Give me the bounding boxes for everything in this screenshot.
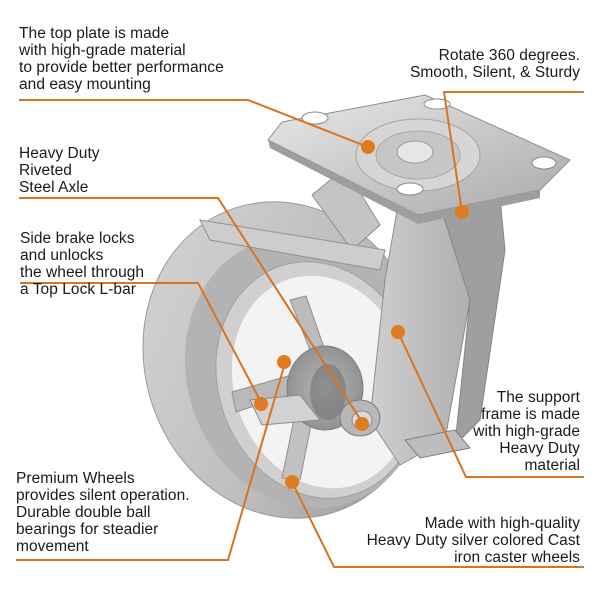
callout-line: Rotate 360 degrees.	[438, 47, 580, 64]
dot-axle	[355, 417, 369, 431]
dot-rotate	[455, 205, 469, 219]
leader-support	[397, 331, 584, 478]
callout-line: Side brake locks	[20, 230, 135, 247]
callout-line: The support	[496, 389, 580, 406]
callout-line: iron caster wheels	[454, 549, 580, 566]
callout-line: Smooth, Silent, & Sturdy	[409, 64, 580, 81]
callout-line: Premium Wheels	[16, 470, 135, 487]
callout-line: provides silent operation.	[16, 487, 190, 504]
callout-line: with high-grade material	[19, 42, 186, 59]
leader-cast	[291, 481, 584, 568]
leader-rotate	[442, 91, 584, 213]
callout-brake: Side brake locks and unlocks the wheel t…	[20, 230, 144, 298]
callout-line: material	[524, 457, 580, 474]
leader-brake	[20, 282, 263, 405]
callout-line: the wheel through	[20, 264, 145, 281]
leader-axle	[19, 197, 363, 423]
callout-line: Heavy Duty silver colored Cast	[366, 532, 580, 549]
dot-wheels	[277, 355, 291, 369]
callout-top-plate: The top plate is made with high-grade ma…	[19, 25, 224, 93]
callout-line: with high-grade	[473, 423, 580, 440]
leader-wheels	[16, 362, 286, 561]
dot-brake	[254, 397, 268, 411]
callout-line: frame is made	[481, 406, 580, 423]
callout-line: Heavy Duty	[499, 440, 580, 457]
callout-line: Heavy Duty	[19, 145, 100, 162]
callout-line: and unlocks	[20, 247, 104, 264]
dot-support	[391, 325, 405, 339]
callout-line: movement	[16, 538, 89, 555]
callout-line: a Top Lock L-bar	[20, 281, 136, 298]
callout-rotate: Rotate 360 degrees. Smooth, Silent, & St…	[410, 47, 580, 81]
dot-top-plate	[361, 140, 375, 154]
callout-line: bearings for steadier	[16, 521, 159, 538]
callout-support: The support frame is made with high-grad…	[473, 389, 580, 474]
callout-line: Steel Axle	[19, 179, 89, 196]
callout-dots	[254, 140, 469, 489]
callout-line: to provide better performance	[19, 59, 224, 76]
callout-line: The top plate is made	[19, 25, 170, 42]
dot-cast	[285, 475, 299, 489]
top-plate	[267, 94, 571, 224]
leader-top-plate	[19, 99, 369, 148]
callout-line: Riveted	[19, 162, 72, 179]
callout-line: Durable double ball	[16, 504, 151, 521]
callout-line: Made with high-quality	[424, 515, 580, 532]
callout-cast: Made with high-quality Heavy Duty silver…	[367, 515, 580, 566]
wheel	[142, 201, 428, 519]
callout-lines	[16, 91, 584, 568]
callout-wheels: Premium Wheels provides silent operation…	[16, 470, 190, 555]
callout-line: and easy mounting	[19, 76, 151, 93]
callout-axle: Heavy Duty Riveted Steel Axle	[19, 145, 100, 196]
